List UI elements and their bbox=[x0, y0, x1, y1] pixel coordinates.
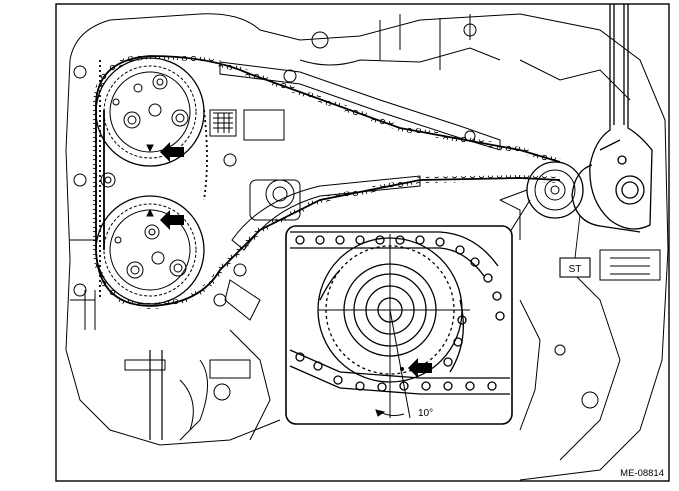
timing-dot bbox=[400, 367, 404, 371]
crank-sprocket bbox=[499, 161, 584, 219]
engine-block-outline bbox=[65, 13, 669, 481]
special-tool-callout: ST bbox=[559, 257, 591, 278]
chain-guide bbox=[219, 61, 501, 321]
block-bolts bbox=[73, 65, 237, 307]
inset-chain-top bbox=[290, 231, 505, 321]
crank-detail-inset: 10° bbox=[285, 225, 513, 425]
figure-code: ME-08814 bbox=[620, 468, 664, 479]
inset-reference-lines bbox=[318, 234, 470, 419]
angle-label: 10° bbox=[418, 408, 433, 419]
special-tool-wrench bbox=[571, 4, 653, 259]
timing-chain bbox=[92, 52, 561, 310]
arrow-left-icon bbox=[160, 142, 184, 162]
inset-leader-line bbox=[509, 199, 531, 233]
arrow-left-icon bbox=[408, 358, 432, 378]
arrow-left-icon bbox=[160, 210, 184, 230]
special-tool-label: ST bbox=[569, 264, 582, 275]
